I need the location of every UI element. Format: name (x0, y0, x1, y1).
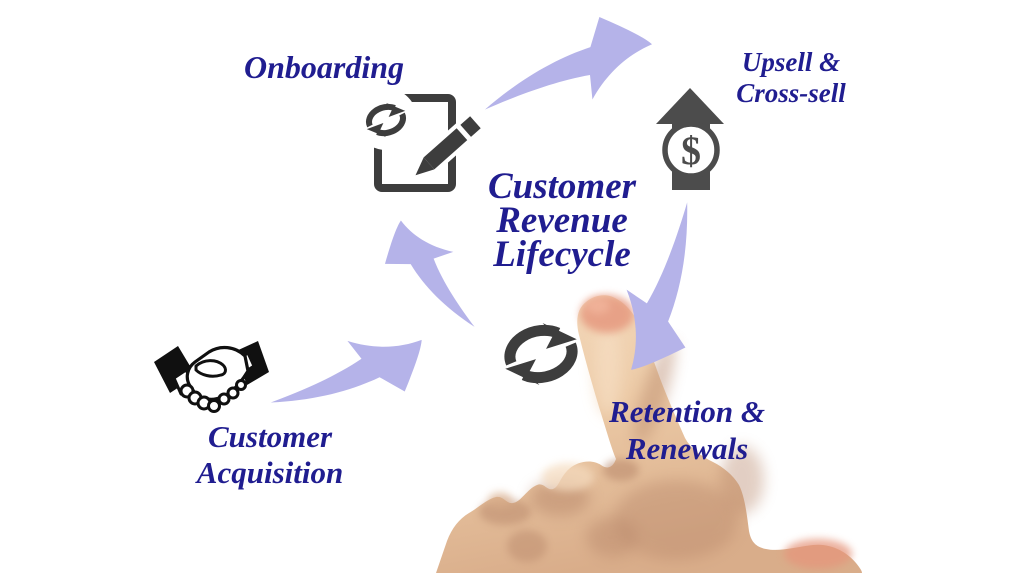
label-line: Acquisition (196, 455, 344, 490)
cycle-arrows-icon (498, 317, 585, 391)
label-line: Upsell & (741, 47, 841, 77)
label-line: Retention & (609, 394, 765, 429)
flow-arrow-center-to-onboarding (370, 205, 488, 351)
label-line: Renewals (625, 431, 749, 466)
sync-icon-backdrop (355, 88, 417, 150)
title-line: Lifecycle (493, 234, 631, 275)
label-line: Onboarding (243, 49, 405, 85)
handshake-icon (154, 341, 269, 413)
label-onboarding: Onboarding (244, 50, 404, 84)
title-line: Customer (487, 166, 637, 207)
money-up-arrow-icon: $ (656, 88, 724, 190)
dollar-sign: $ (681, 128, 701, 173)
fingertip-blush (580, 295, 634, 333)
label-customer-acquisition: Customer Acquisition (197, 419, 343, 491)
dollar-coin (662, 121, 720, 179)
label-line: Customer (207, 419, 333, 454)
diagram-title: Customer Revenue Lifecycle (487, 166, 637, 275)
knuckle-bumps (179, 379, 247, 413)
hand-photo (436, 295, 862, 573)
thumb-blush (784, 539, 852, 569)
hand-shading (479, 295, 852, 569)
pencil-icon (408, 107, 490, 184)
label-upsell-cross-sell: Upsell & Cross-sell (736, 47, 846, 109)
label-line: Cross-sell (736, 78, 846, 108)
flow-arrow-onboarding-to-upsell (469, 6, 662, 126)
label-retention-renewals: Retention & Renewals (609, 393, 765, 467)
document-pencil-sync-icon (355, 88, 490, 192)
title-line: Revenue (496, 200, 628, 241)
